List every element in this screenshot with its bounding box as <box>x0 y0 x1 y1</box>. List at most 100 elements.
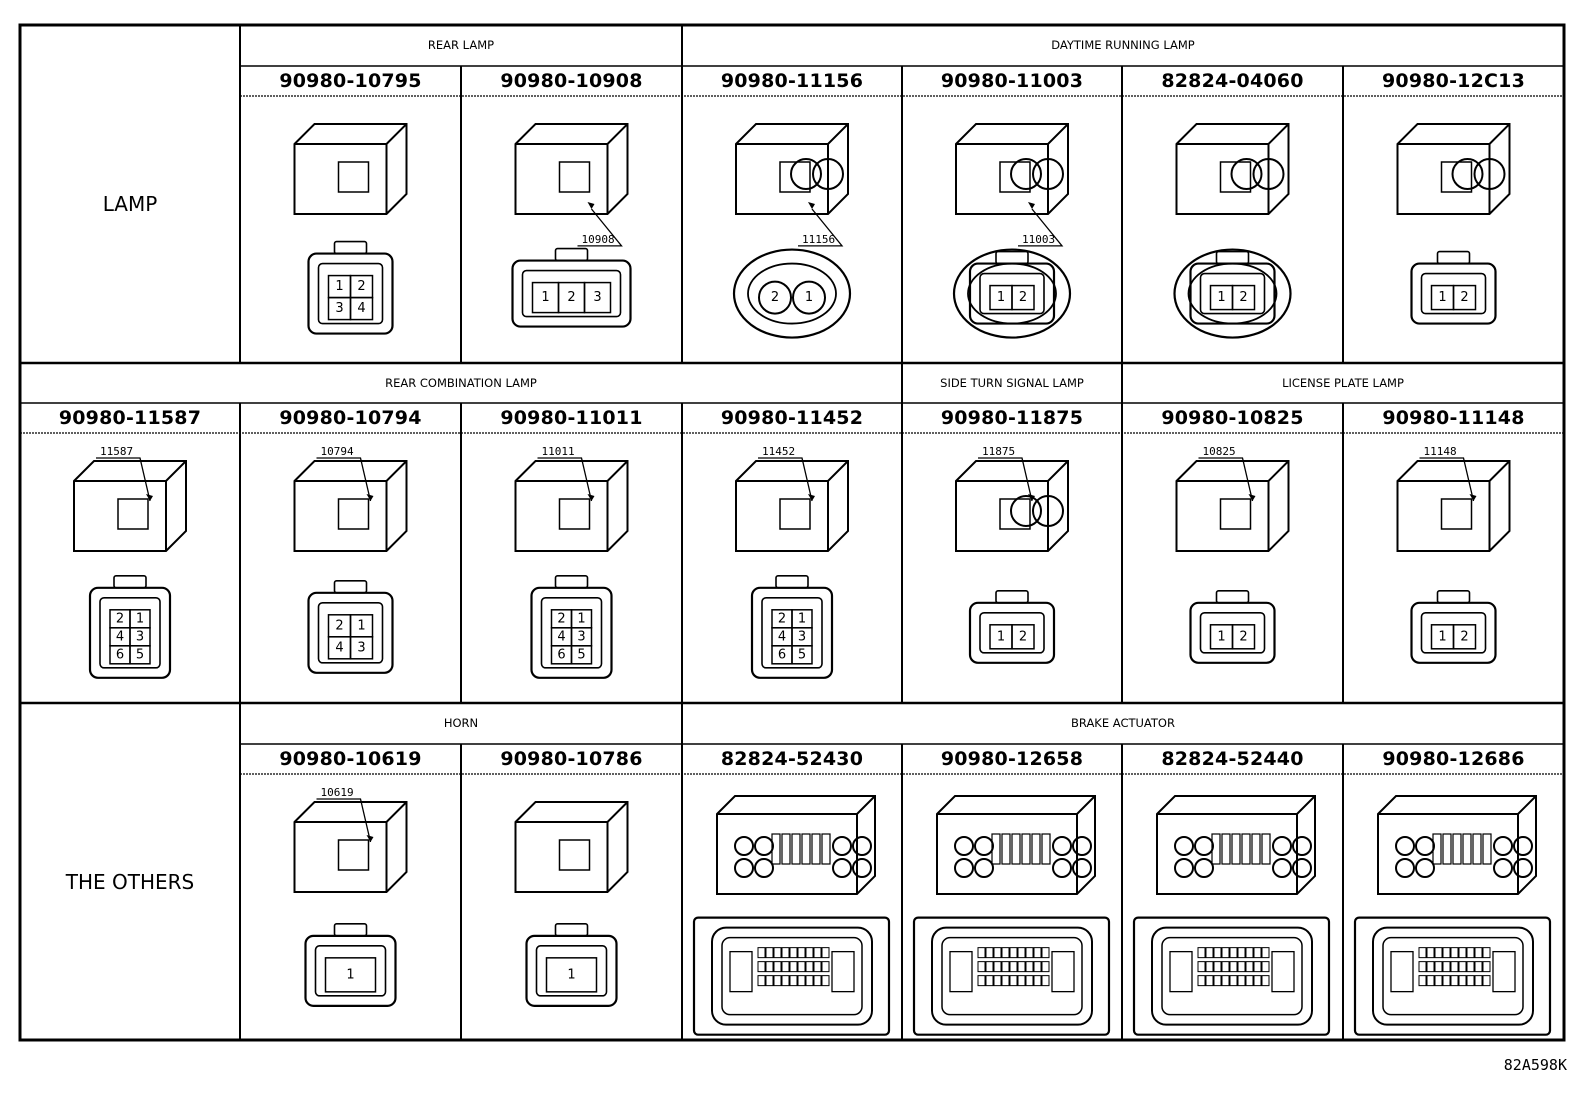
part-number: 90980-12658 <box>940 748 1084 770</box>
pin-number: 1 <box>567 967 575 982</box>
callout-label: 11148 <box>1424 445 1457 458</box>
pin-number: 2 <box>116 611 124 626</box>
row-label: LAMP <box>102 192 158 216</box>
connector-82824-52430 <box>692 795 891 1036</box>
connector-90980-12686 <box>1353 795 1552 1036</box>
part-number: 90980-11003 <box>940 70 1084 92</box>
pin-number: 3 <box>335 301 343 316</box>
connector-90980-12658 <box>912 795 1111 1036</box>
callout-label: 10619 <box>321 786 354 799</box>
pin-number: 5 <box>577 647 585 662</box>
pin-number: 3 <box>577 629 585 644</box>
part-number: 90980-11148 <box>1382 407 1525 429</box>
group-title: REAR LAMP <box>427 38 495 52</box>
pin-number: 3 <box>357 640 365 655</box>
outer-frame <box>18 23 1566 1042</box>
callout-label: 11452 <box>762 445 795 458</box>
pin-number: 3 <box>593 290 601 305</box>
group-title: DAYTIME RUNNING LAMP <box>1051 38 1195 52</box>
pin-number: 1 <box>357 618 365 633</box>
pin-number: 4 <box>778 629 786 644</box>
row-label: THE OTHERS <box>65 870 195 894</box>
part-number: 82824-04060 <box>1161 70 1304 92</box>
pin-number: 2 <box>1460 629 1468 644</box>
connector-90980-10619: 10619 1 <box>293 786 408 1007</box>
pin-number: 1 <box>997 290 1005 305</box>
pin-number: 1 <box>136 611 144 626</box>
pin-number: 1 <box>1438 290 1446 305</box>
pin-number: 2 <box>335 618 343 633</box>
pin-number: 2 <box>771 290 779 305</box>
pin-number: 6 <box>557 647 565 662</box>
pin-number: 2 <box>1460 290 1468 305</box>
pin-number: 2 <box>1019 629 1027 644</box>
part-number: 90980-11156 <box>720 70 864 92</box>
pin-number: 1 <box>346 967 354 982</box>
part-number: 90980-12C13 <box>1381 70 1525 92</box>
callout-label: 11587 <box>100 445 133 458</box>
pin-number: 1 <box>997 629 1005 644</box>
pin-number: 2 <box>1019 290 1027 305</box>
part-number: 90980-10908 <box>500 70 643 92</box>
pin-number: 1 <box>798 611 806 626</box>
callout-label: 10908 <box>582 233 615 246</box>
connector-90980-11156: 11156 2 1 <box>732 123 852 339</box>
figure-ref: 82A598K <box>1503 1056 1567 1074</box>
pin-number: 5 <box>798 647 806 662</box>
part-number: 90980-11452 <box>720 407 864 429</box>
pin-number: 2 <box>1239 629 1247 644</box>
pin-number: 2 <box>1239 290 1247 305</box>
group-title: BRAKE ACTUATOR <box>1071 716 1175 730</box>
part-number: 82824-52430 <box>720 748 864 770</box>
part-number: 90980-10794 <box>279 407 422 429</box>
pin-number: 3 <box>136 629 144 644</box>
part-number: 90980-11875 <box>940 407 1084 429</box>
pin-number: 4 <box>357 301 365 316</box>
pin-number: 2 <box>778 611 786 626</box>
part-number: 90980-10825 <box>1161 407 1304 429</box>
pin-number: 2 <box>357 279 365 294</box>
part-number: 90980-10795 <box>279 70 422 92</box>
pin-number: 1 <box>1217 629 1225 644</box>
pin-number: 3 <box>798 629 806 644</box>
pin-number: 4 <box>335 640 343 655</box>
part-number: 82824-52440 <box>1161 748 1304 770</box>
group-title: REAR COMBINATION LAMP <box>385 376 537 390</box>
connector-82824-52440 <box>1132 795 1331 1036</box>
pin-number: 1 <box>1217 290 1225 305</box>
part-number: 90980-11587 <box>58 407 202 429</box>
pin-number: 1 <box>541 290 549 305</box>
pin-number: 4 <box>557 629 565 644</box>
pin-number: 1 <box>805 290 813 305</box>
callout-label: 11011 <box>542 445 575 458</box>
pin-number: 6 <box>778 647 786 662</box>
pin-number: 1 <box>577 611 585 626</box>
pin-number: 2 <box>557 611 565 626</box>
part-number: 90980-11011 <box>500 407 643 429</box>
pin-number: 1 <box>1438 629 1446 644</box>
pin-number: 4 <box>116 629 124 644</box>
group-title: LICENSE PLATE LAMP <box>1282 376 1404 390</box>
part-number: 90980-12686 <box>1382 748 1525 770</box>
part-number: 90980-10786 <box>500 748 643 770</box>
callout-label: 10825 <box>1203 445 1236 458</box>
pin-number: 1 <box>335 279 343 294</box>
pin-number: 6 <box>116 647 124 662</box>
callout-label: 11156 <box>802 233 835 246</box>
group-title: HORN <box>443 716 479 730</box>
callout-label: 11003 <box>1022 233 1055 246</box>
